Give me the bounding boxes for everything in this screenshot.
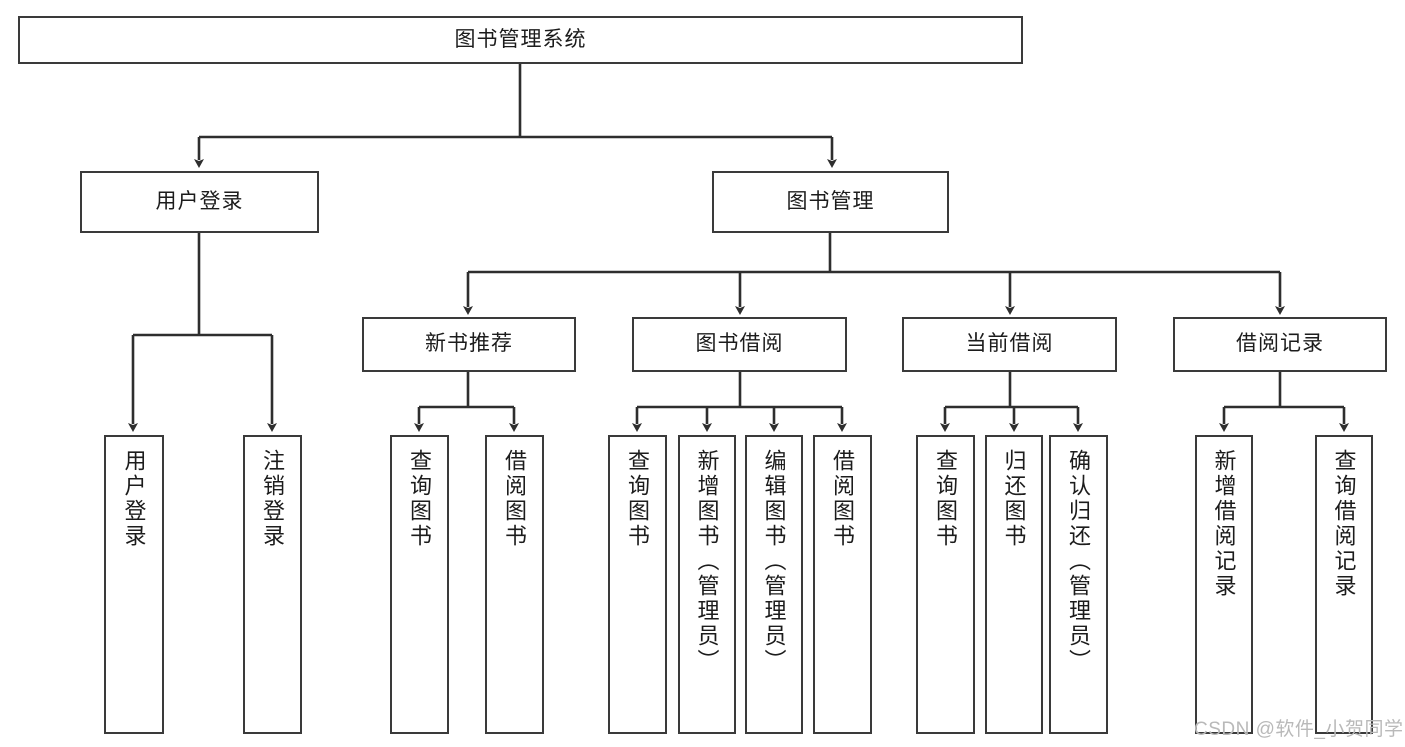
node-leaf-query-book-1-label: 查询图书 (407, 449, 433, 549)
node-leaf-query-book-2[interactable]: 查询图书 (608, 435, 667, 734)
node-leaf-query-book-3-label: 查询图书 (933, 449, 959, 549)
node-new-book-recommend-label: 新书推荐 (425, 332, 513, 356)
node-new-book-recommend[interactable]: 新书推荐 (362, 317, 576, 372)
node-leaf-edit-book-label: 编辑图书（管理员） (761, 449, 787, 674)
node-leaf-confirm-return[interactable]: 确认归还（管理员） (1049, 435, 1108, 734)
node-leaf-return-book[interactable]: 归还图书 (985, 435, 1043, 734)
node-book-borrow[interactable]: 图书借阅 (632, 317, 847, 372)
node-leaf-user-logout[interactable]: 注销登录 (243, 435, 302, 734)
node-root[interactable]: 图书管理系统 (18, 16, 1023, 64)
node-leaf-confirm-return-label: 确认归还（管理员） (1066, 449, 1092, 674)
node-leaf-user-logout-label: 注销登录 (260, 449, 286, 549)
node-leaf-edit-book[interactable]: 编辑图书（管理员） (745, 435, 803, 734)
node-user-login[interactable]: 用户登录 (80, 171, 319, 233)
node-leaf-borrow-book-2[interactable]: 借阅图书 (813, 435, 872, 734)
node-leaf-add-book-label: 新增图书（管理员） (694, 449, 720, 674)
node-user-login-label: 用户登录 (155, 189, 244, 213)
node-leaf-add-record-label: 新增借阅记录 (1211, 449, 1237, 599)
node-current-borrow[interactable]: 当前借阅 (902, 317, 1117, 372)
node-leaf-return-book-label: 归还图书 (1001, 449, 1027, 549)
node-leaf-add-record[interactable]: 新增借阅记录 (1195, 435, 1253, 734)
node-leaf-borrow-book-1[interactable]: 借阅图书 (485, 435, 544, 734)
node-leaf-add-book[interactable]: 新增图书（管理员） (678, 435, 736, 734)
node-leaf-query-book-1[interactable]: 查询图书 (390, 435, 449, 734)
node-leaf-borrow-book-2-label: 借阅图书 (830, 449, 856, 549)
node-leaf-user-login[interactable]: 用户登录 (104, 435, 164, 734)
node-leaf-query-record[interactable]: 查询借阅记录 (1315, 435, 1373, 734)
node-leaf-user-login-label: 用户登录 (121, 449, 147, 549)
node-book-manage[interactable]: 图书管理 (712, 171, 949, 233)
node-book-manage-label: 图书管理 (786, 189, 875, 213)
node-book-borrow-label: 图书借阅 (695, 332, 784, 356)
node-leaf-query-book-2-label: 查询图书 (625, 449, 651, 549)
node-current-borrow-label: 当前借阅 (965, 332, 1054, 356)
node-leaf-borrow-book-1-label: 借阅图书 (502, 449, 528, 549)
node-borrow-record-label: 借阅记录 (1236, 332, 1324, 356)
node-root-label: 图书管理系统 (454, 27, 587, 51)
node-borrow-record[interactable]: 借阅记录 (1173, 317, 1387, 372)
node-leaf-query-record-label: 查询借阅记录 (1331, 449, 1357, 599)
node-leaf-query-book-3[interactable]: 查询图书 (916, 435, 975, 734)
